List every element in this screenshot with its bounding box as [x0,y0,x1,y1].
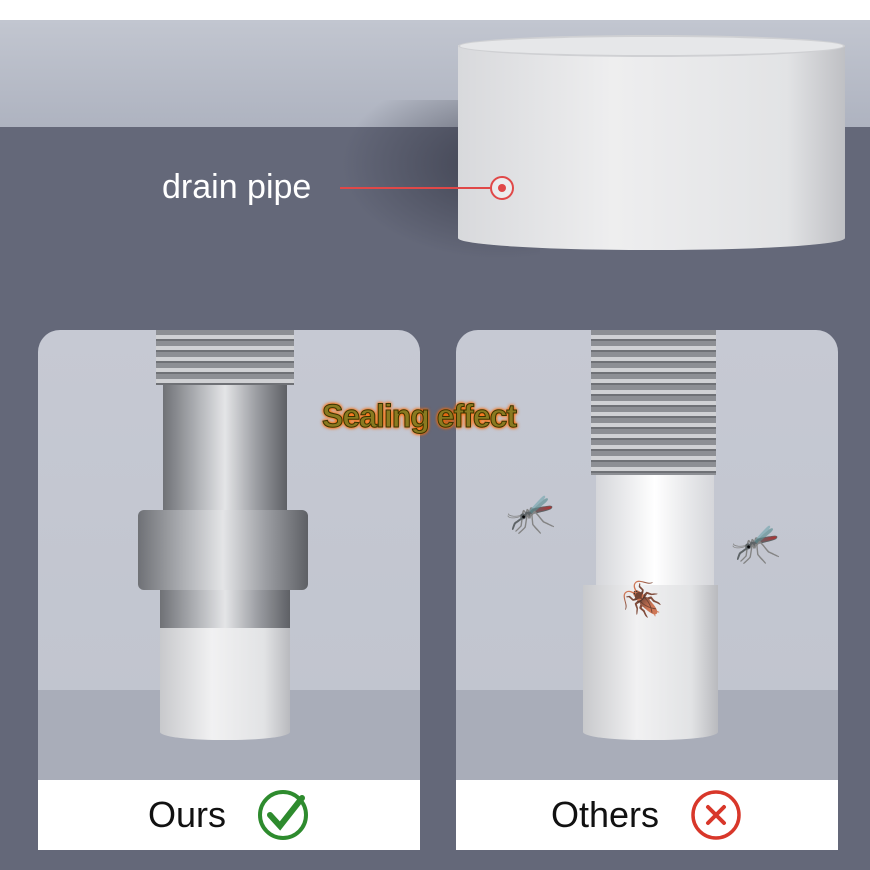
metal-sleeve-lower [160,590,290,628]
sealing-ring [138,510,308,590]
cockroach-icon: 🪳 [621,581,664,619]
sealing-effect-title: Sealing effect [321,398,517,435]
hose-thread [591,330,716,475]
drain-pipe-label: drain pipe [162,168,312,206]
others-caption: Others [456,780,838,850]
callout-dot-icon [490,176,514,200]
hose-thread [156,330,294,385]
ours-panel: Ours [38,330,420,850]
drain-pipe-rim [458,35,845,57]
callout-line [340,187,490,189]
pvc-pipe [583,585,718,740]
x-circle-icon [691,790,741,840]
ours-label: Ours [147,794,226,835]
metal-sleeve [163,385,287,515]
ours-caption: Ours [38,780,420,850]
mosquito-icon: 🦟 [731,522,781,566]
loose-gap-smoke [596,475,714,585]
others-panel: 🦟 🦟 🪳 Others [456,330,838,850]
others-label: Others [550,794,660,835]
check-circle-icon [258,790,308,840]
mosquito-icon: 🦟 [506,492,556,536]
pvc-pipe [160,628,290,740]
drain-pipe-image [458,45,845,250]
